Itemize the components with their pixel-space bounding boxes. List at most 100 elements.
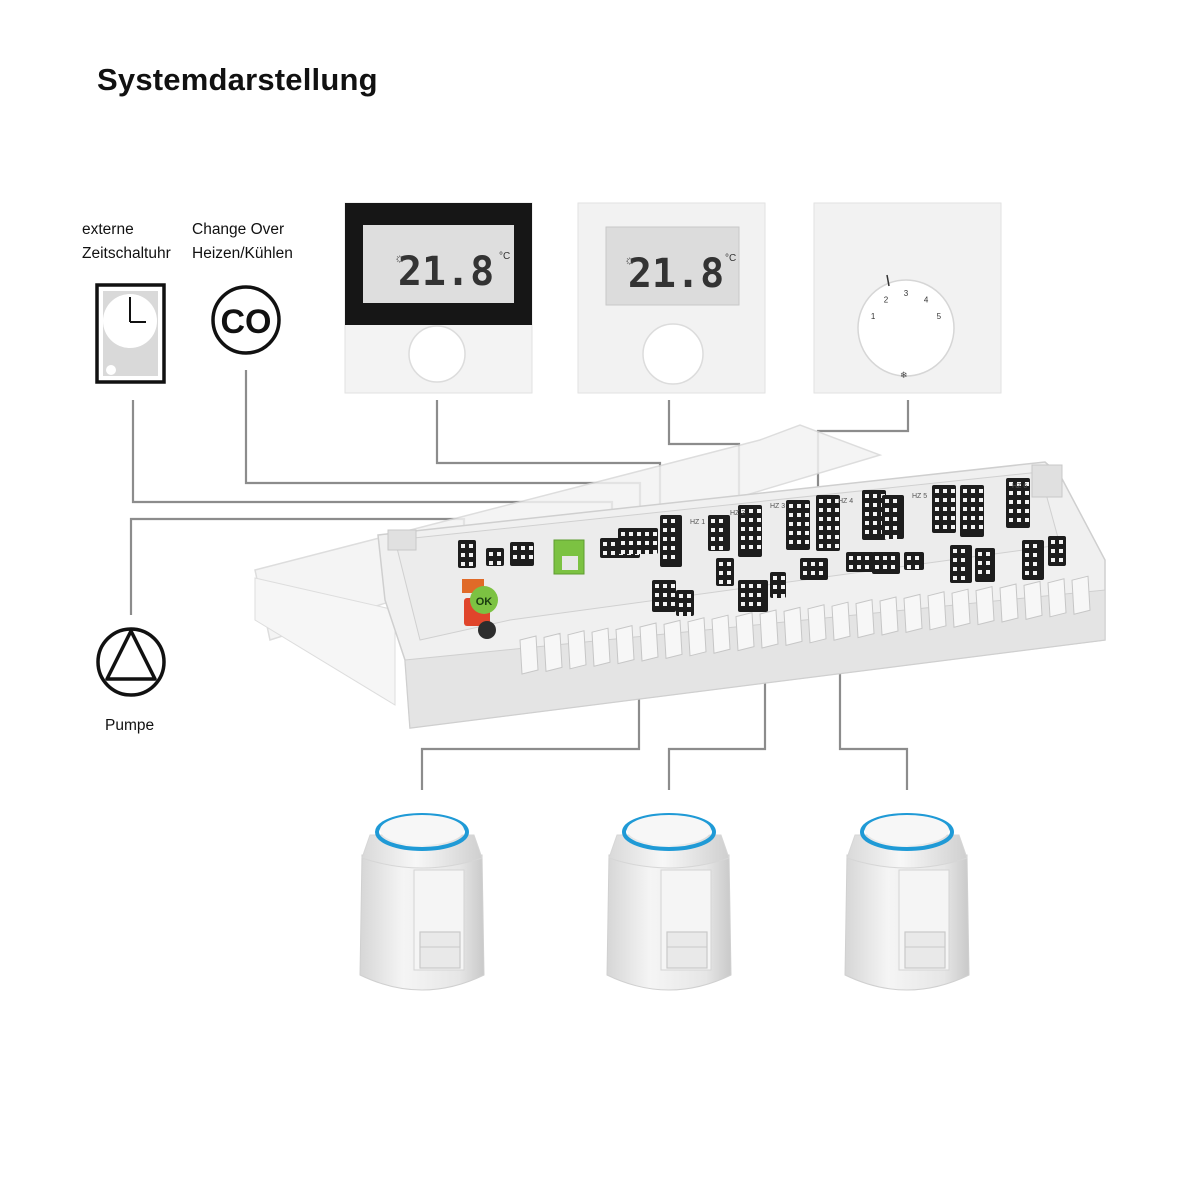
terminal-hole bbox=[819, 508, 823, 512]
terminal-hole bbox=[986, 561, 990, 565]
terminal-hole bbox=[827, 499, 831, 503]
terminal-hole bbox=[1033, 562, 1037, 566]
terminal-hole bbox=[749, 584, 753, 588]
terminal-hole bbox=[653, 532, 657, 536]
terminal-block bbox=[1022, 540, 1044, 580]
terminal-hole bbox=[963, 507, 967, 511]
controller-badge-text: OK bbox=[476, 596, 493, 608]
zone-label: HZ 2 bbox=[730, 510, 745, 517]
terminal-hole bbox=[935, 507, 939, 511]
terminal-hole bbox=[819, 571, 823, 575]
terminal-hole bbox=[1025, 518, 1029, 522]
actuator-1 bbox=[359, 813, 485, 991]
terminal-hole bbox=[951, 507, 955, 511]
terminal-hole bbox=[835, 499, 839, 503]
dial-mark: 5 bbox=[937, 312, 942, 321]
terminal-hole bbox=[637, 541, 641, 545]
terminal-hole bbox=[687, 594, 691, 598]
line-actuator-1 bbox=[420, 655, 641, 790]
terminal-hole bbox=[629, 550, 633, 554]
sun-icon: ☼ bbox=[394, 250, 406, 265]
terminal-hole bbox=[979, 489, 983, 493]
push-terminal bbox=[879, 596, 899, 636]
terminal-hole bbox=[513, 546, 517, 550]
terminal-hole bbox=[971, 507, 975, 511]
terminal-hole bbox=[679, 612, 683, 616]
terminal-hole bbox=[611, 551, 615, 555]
terminal-hole bbox=[979, 507, 983, 511]
push-terminal bbox=[543, 632, 563, 673]
terminal-hole bbox=[645, 532, 649, 536]
terminal-block bbox=[800, 558, 828, 580]
push-terminal bbox=[1071, 575, 1091, 615]
terminal-hole bbox=[1051, 549, 1055, 553]
terminal-hole bbox=[749, 527, 753, 531]
terminal-hole bbox=[865, 512, 869, 516]
terminal-hole bbox=[915, 556, 919, 560]
terminal-hole bbox=[757, 545, 761, 549]
terminal-hole bbox=[719, 562, 723, 566]
terminal-block bbox=[1048, 536, 1066, 566]
pump-label: Pumpe bbox=[105, 714, 154, 738]
terminal-hole bbox=[885, 526, 889, 530]
push-terminal bbox=[903, 593, 923, 634]
terminal-hole bbox=[875, 556, 879, 560]
terminal-hole bbox=[719, 571, 723, 575]
push-terminal bbox=[1023, 580, 1043, 621]
changeover-label-line2: Heizen/Kühlen bbox=[192, 245, 293, 262]
terminal-hole bbox=[873, 521, 877, 525]
terminal-hole bbox=[893, 499, 897, 503]
actuator-3 bbox=[844, 813, 970, 991]
terminal-hole bbox=[741, 593, 745, 597]
terminal-hole bbox=[741, 545, 745, 549]
terminal-hole bbox=[671, 519, 675, 523]
terminal-hole bbox=[621, 550, 625, 554]
terminal-hole bbox=[865, 556, 869, 560]
changeover-icon-text: CO bbox=[221, 303, 272, 341]
terminal-hole bbox=[986, 552, 990, 556]
terminal-hole bbox=[1017, 518, 1021, 522]
push-terminal bbox=[759, 609, 779, 649]
terminal-hole bbox=[963, 516, 967, 520]
zone-label: HZ 6 bbox=[1012, 483, 1027, 490]
terminal-hole bbox=[811, 571, 815, 575]
push-terminal bbox=[1047, 578, 1067, 618]
terminal-hole bbox=[757, 518, 761, 522]
terminal-hole bbox=[819, 526, 823, 530]
terminal-hole bbox=[757, 584, 761, 588]
terminal-hole bbox=[953, 576, 957, 580]
terminal-hole bbox=[773, 594, 777, 598]
push-terminal bbox=[567, 630, 587, 670]
terminal-hole bbox=[885, 508, 889, 512]
terminal-hole bbox=[749, 536, 753, 540]
terminal-hole bbox=[1017, 482, 1021, 486]
terminal-hole bbox=[1051, 558, 1055, 562]
terminal-hole bbox=[827, 544, 831, 548]
terminal-hole bbox=[1025, 562, 1029, 566]
terminal-hole bbox=[663, 546, 667, 550]
terminal-hole bbox=[741, 536, 745, 540]
terminal-hole bbox=[875, 565, 879, 569]
terminal-hole bbox=[935, 498, 939, 502]
terminal-hole bbox=[469, 544, 473, 548]
terminal-hole bbox=[865, 503, 869, 507]
terminal-hole bbox=[727, 562, 731, 566]
terminal-hole bbox=[883, 556, 887, 560]
terminal-hole bbox=[603, 542, 607, 546]
terminal-hole bbox=[719, 580, 723, 584]
terminal-hole bbox=[827, 526, 831, 530]
terminal-hole bbox=[671, 584, 675, 588]
terminal-hole bbox=[893, 535, 897, 539]
terminal-hole bbox=[663, 602, 667, 606]
terminal-hole bbox=[611, 542, 615, 546]
terminal-hole bbox=[891, 556, 895, 560]
terminal-hole bbox=[469, 553, 473, 557]
terminal-hole bbox=[1009, 491, 1013, 495]
terminal-hole bbox=[935, 516, 939, 520]
terminal-hole bbox=[835, 526, 839, 530]
terminal-hole bbox=[805, 540, 809, 544]
terminal-hole bbox=[789, 504, 793, 508]
terminal-hole bbox=[865, 521, 869, 525]
